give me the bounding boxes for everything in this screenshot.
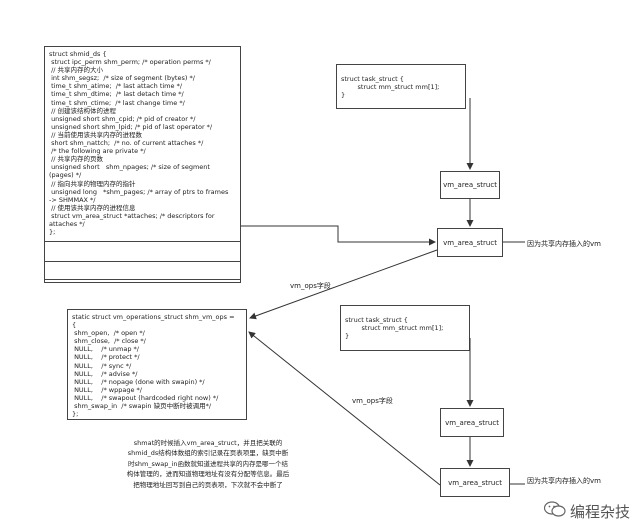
shmid-ds-code-line: struct ipc_perm shm_perm; /* operation p… <box>49 58 211 67</box>
shmid-ds-code-line: int shm_segsz; /* size of segment (bytes… <box>49 74 195 83</box>
arrow-shmid-to-vm-top2 <box>241 225 436 246</box>
shmid-ds-code-line: // 使用该共享内存的进程信息 <box>49 203 136 212</box>
shmid-ds-code-line: attaches */ <box>49 219 85 228</box>
shmid-ds-code-line: -> SHMMAX */ <box>49 195 96 204</box>
task-struct-bottom-code-line: struct mm_struct mm[1]; <box>345 324 444 333</box>
shmid-ds-code-line: // 当前使用该共享内存的进程数 <box>49 130 143 139</box>
shmid-ds-code-line: unsigned short shm_lpid; /* pid of last … <box>49 122 213 131</box>
shmid-ds-code-line: unsigned long *shm_pages; /* array of pt… <box>49 187 229 196</box>
task-struct-top-code-line: } <box>341 91 346 100</box>
vm-area-struct-label: vm_area_struct <box>445 418 499 427</box>
shmid-ds-divider <box>45 279 240 280</box>
vm-ops-code-line: }; <box>72 410 79 419</box>
vm-ops-code-line: shm_close, /* close */ <box>72 337 146 346</box>
vm-ops-code-line: NULL, /* nopage (done with swapin) */ <box>72 377 205 386</box>
shmid-ds-code-line: // 指向共享的物理内存的指针 <box>49 179 136 188</box>
vm-ops-field-label-bottom: vm_ops字段 <box>352 397 393 405</box>
shmid-ds-code-line: // 创建该结构体的进程 <box>49 106 117 115</box>
task-struct-bottom-code: struct task_struct { struct mm_struct mm… <box>341 306 469 343</box>
vm-ops-code-line: shm_swap_in /* swapin 缺页中断时被调用*/ <box>72 402 212 411</box>
shmid-ds-code-line: time_t shm_atime; /* last attach time */ <box>49 82 183 91</box>
watermark-text: 编程杂技 <box>569 502 630 521</box>
vm-area-struct-label: vm_area_struct <box>443 181 497 189</box>
vm-ops-code: static struct vm_operations_struct shm_v… <box>68 310 246 421</box>
task-struct-bottom-code-line: struct task_struct { <box>345 316 408 324</box>
shmid-ds-box: struct shmid_ds { struct ipc_perm shm_pe… <box>44 46 241 283</box>
shmid-ds-code-line: /* the following are private */ <box>49 147 146 156</box>
task-struct-top-box: struct task_struct { struct mm_struct mm… <box>336 64 466 109</box>
shmid-ds-code-line: short shm_nattch; /* no. of current atta… <box>49 139 204 148</box>
vm-ops-code-line: static struct vm_operations_struct shm_v… <box>72 313 235 321</box>
task-struct-bottom-code-line: } <box>345 332 350 341</box>
vm-ops-code-line: NULL, /* advise */ <box>72 369 138 378</box>
vm-area-struct-top-1: vm_area_struct <box>440 171 500 199</box>
vm-ops-code-line: NULL, /* sync */ <box>72 361 132 370</box>
shmid-ds-code-line: struct vm_area_struct *attaches; /* desc… <box>49 211 215 220</box>
shmid-ds-code-line: // 共享内存的页数 <box>49 155 104 164</box>
vm-ops-code-line: NULL, /* unmap */ <box>72 345 139 354</box>
shmid-ds-code: struct shmid_ds { struct ipc_perm shm_pe… <box>45 47 240 239</box>
vm-ops-code-line: NULL, /* wppage */ <box>72 385 142 394</box>
task-struct-top-code: struct task_struct { struct mm_struct mm… <box>337 65 465 102</box>
vm-ops-code-line: NULL, /* swapout (hardcoded right now) *… <box>72 393 219 402</box>
vm-area-struct-label: vm_area_struct <box>443 238 497 247</box>
wechat-bubble-icon <box>543 500 566 522</box>
task-struct-top-code-line: struct task_struct { <box>341 75 404 83</box>
shmid-ds-divider <box>45 241 240 242</box>
vm-ops-box: static struct vm_operations_struct shm_v… <box>67 309 247 420</box>
shared-vm-label-bottom: 因为共享内存插入的vm <box>527 477 601 485</box>
vm-ops-field-label-top: vm_ops字段 <box>290 282 331 290</box>
shmid-ds-code-line: struct shmid_ds { <box>49 50 107 58</box>
shmid-ds-code-line: time_t shm_ctime; /* last change time */ <box>49 98 185 107</box>
task-struct-bottom-box: struct task_struct { struct mm_struct mm… <box>340 305 470 351</box>
vm-ops-code-line: shm_open, /* open */ <box>72 329 145 338</box>
shmid-ds-divider <box>45 261 240 262</box>
shared-vm-label-top: 因为共享内存插入的vm <box>527 240 601 248</box>
shmid-ds-code-line: }; <box>49 228 56 237</box>
shmid-ds-code-line: // 共享内存的大小 <box>49 66 104 75</box>
shmid-ds-code-line: (pages) */ <box>49 171 82 180</box>
arrow-vm-top2-to-vm-ops <box>249 249 438 320</box>
vm-area-struct-top-2: vm_area_struct <box>437 228 503 257</box>
arrow-vm-bottom2-to-vm-ops <box>248 331 441 486</box>
vm-area-struct-bottom-1: vm_area_struct <box>440 408 504 437</box>
explanation-note: shmat的时候插入vm_area_struct，并且把关联的 shmid_ds… <box>126 439 290 489</box>
vm-ops-code-line: NULL, /* protect */ <box>72 353 140 362</box>
task-struct-top-code-line: struct mm_struct mm[1]; <box>341 83 440 92</box>
shmid-ds-code-line: unsigned short shm_cpid; /* pid of creat… <box>49 114 196 123</box>
shmid-ds-code-line: time_t shm_dtime; /* last detach time */ <box>49 90 184 99</box>
watermark: 编程杂技 <box>543 500 630 522</box>
vm-area-struct-bottom-2: vm_area_struct <box>440 468 510 497</box>
vm-area-struct-label: vm_area_struct <box>448 478 502 487</box>
vm-ops-code-line: { <box>72 321 77 330</box>
shmid-ds-code-line: unsigned short shm_npages; /* size of se… <box>49 163 210 172</box>
